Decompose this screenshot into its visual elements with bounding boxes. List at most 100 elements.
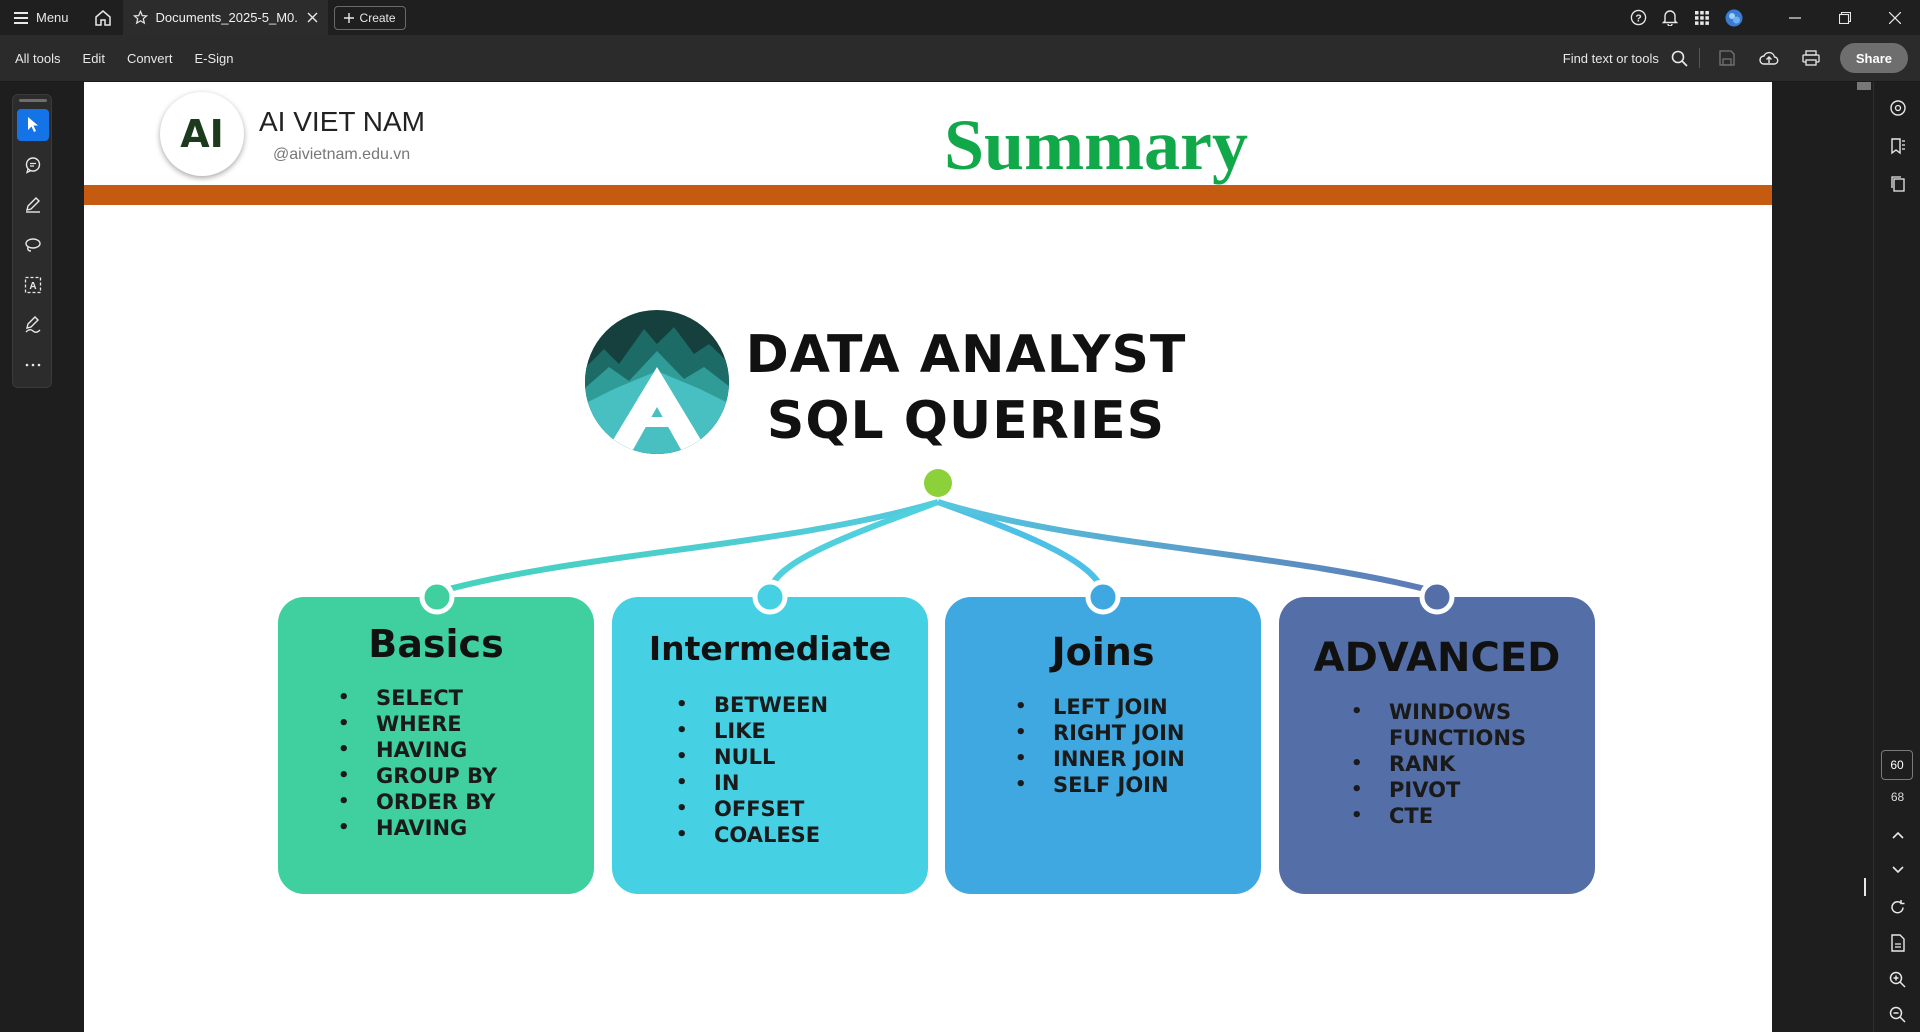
- cloud-upload-icon: [1759, 51, 1779, 65]
- card-joins-list: LEFT JOIN RIGHT JOIN INNER JOIN SELF JOI…: [1015, 694, 1185, 798]
- menu-convert[interactable]: Convert: [126, 50, 173, 66]
- menu-button[interactable]: Menu: [0, 0, 83, 35]
- share-button[interactable]: Share: [1839, 43, 1908, 73]
- search-icon: [1672, 50, 1688, 67]
- document-tab[interactable]: Documents_2025-5_M0...: [122, 0, 328, 35]
- comment-tool[interactable]: [17, 149, 49, 181]
- restore-icon: [1839, 11, 1851, 24]
- find-text-or-tools[interactable]: Find text or tools: [1562, 50, 1659, 66]
- menu-bar: All tools Edit Convert E-Sign Find text …: [0, 35, 1920, 82]
- pen-icon: [26, 197, 40, 213]
- list-item: IN: [676, 770, 828, 796]
- account-button[interactable]: [1718, 0, 1750, 35]
- restore-button[interactable]: [1820, 0, 1870, 35]
- card-nodes: [419, 579, 1455, 615]
- mountain-logo-icon: [585, 310, 729, 454]
- save-icon: [1719, 50, 1735, 66]
- star-icon[interactable]: [132, 10, 148, 25]
- search-button[interactable]: [1667, 38, 1693, 78]
- list-item: FUNCTIONS: [1389, 726, 1527, 750]
- zoom-out-button[interactable]: [1874, 996, 1920, 1032]
- root-node: [924, 469, 952, 497]
- list-item: LEFT JOIN: [1015, 694, 1185, 720]
- menu-e-sign[interactable]: E-Sign: [194, 50, 234, 66]
- apps-button[interactable]: [1686, 0, 1718, 35]
- list-item: RIGHT JOIN: [1015, 720, 1185, 746]
- refresh-icon: [1891, 899, 1905, 913]
- signature-icon: [25, 316, 41, 333]
- avatar-icon: [1725, 9, 1743, 26]
- list-item: SELF JOIN: [1015, 772, 1185, 798]
- right-panel-strip: 60 68: [1873, 82, 1920, 1032]
- hero-title-line2: SQL QUERIES: [766, 391, 1166, 451]
- list-item: GROUP BY: [338, 763, 497, 789]
- close-window-button[interactable]: [1870, 0, 1920, 35]
- home-icon: [94, 9, 111, 26]
- document-page: AI AI VIET NAM @aivietnam.edu.vn Summary…: [84, 82, 1772, 1032]
- list-item: PIVOT: [1351, 777, 1526, 803]
- more-icon: [25, 363, 41, 367]
- apps-grid-icon: [1695, 10, 1709, 25]
- draw-tool[interactable]: [17, 229, 49, 261]
- help-icon: ?: [1630, 9, 1646, 26]
- left-tool-rail: A: [0, 82, 84, 1032]
- svg-text:?: ?: [1635, 13, 1641, 24]
- list-item: BETWEEN: [676, 692, 828, 718]
- list-item: NULL: [676, 744, 828, 770]
- save-button[interactable]: [1706, 38, 1748, 78]
- title-bar: Menu Documents_2025-5_M0... Create ?: [0, 0, 1920, 35]
- create-button[interactable]: Create: [333, 5, 406, 30]
- vertical-scrollbar[interactable]: [1857, 82, 1871, 90]
- card-basics-list: SELECT WHERE HAVING GROUP BY ORDER BY HA…: [338, 685, 497, 841]
- next-page-button[interactable]: [1874, 852, 1920, 888]
- fill-sign-tool[interactable]: [17, 309, 49, 341]
- menu-all-tools[interactable]: All tools: [15, 50, 61, 66]
- resize-handle[interactable]: [1864, 878, 1866, 896]
- home-button[interactable]: [83, 0, 123, 35]
- zoom-in-icon: [1889, 971, 1906, 988]
- quick-tools-panel: A: [12, 94, 52, 388]
- card-advanced-list: WINDOWS FUNCTIONS RANK PIVOT CTE: [1351, 699, 1526, 829]
- pages-icon: [1890, 176, 1905, 192]
- chevron-down-icon: [1891, 866, 1904, 874]
- list-item: RANK: [1351, 751, 1526, 777]
- pages-panel-button[interactable]: [1874, 166, 1920, 202]
- card-joins: Joins LEFT JOIN RIGHT JOIN INNER JOIN SE…: [945, 597, 1261, 894]
- comments-panel-button[interactable]: [1874, 90, 1920, 126]
- current-page-input[interactable]: 60: [1881, 750, 1913, 780]
- toolbar-divider: [1698, 48, 1700, 68]
- plus-icon: [343, 12, 354, 23]
- list-item: HAVING: [338, 815, 497, 841]
- previous-page-button[interactable]: [1874, 817, 1920, 853]
- bookmarks-panel-button[interactable]: [1874, 128, 1920, 164]
- zoom-in-button[interactable]: [1874, 961, 1920, 997]
- highlight-tool[interactable]: [17, 189, 49, 221]
- page-info-button[interactable]: [1874, 925, 1920, 961]
- print-button[interactable]: [1790, 38, 1832, 78]
- help-button[interactable]: ?: [1622, 0, 1654, 35]
- print-icon: [1802, 50, 1820, 66]
- list-item: OFFSET: [676, 796, 828, 822]
- select-tool[interactable]: [17, 109, 49, 141]
- list-item: INNER JOIN: [1015, 746, 1185, 772]
- notifications-button[interactable]: [1654, 0, 1686, 35]
- brand-name: AI VIET NAM: [259, 106, 425, 137]
- close-tab-icon[interactable]: [307, 12, 318, 23]
- minimize-button[interactable]: [1770, 0, 1820, 35]
- more-tools-button[interactable]: [17, 349, 49, 381]
- text-select-icon: A: [24, 276, 42, 294]
- drag-handle[interactable]: [19, 99, 47, 102]
- comment-icon: [25, 157, 41, 174]
- upload-button[interactable]: [1748, 38, 1790, 78]
- card-intermediate-list: BETWEEN LIKE NULL IN OFFSET COALESE: [676, 692, 828, 848]
- list-item: LIKE: [676, 718, 828, 744]
- minimize-icon: [1789, 16, 1801, 19]
- card-basics-title: Basics: [368, 622, 504, 666]
- menu-edit[interactable]: Edit: [82, 50, 105, 66]
- rotate-button[interactable]: [1874, 889, 1920, 925]
- zoom-out-icon: [1889, 1006, 1906, 1023]
- card-joins-title: Joins: [1051, 630, 1155, 674]
- card-basics: Basics SELECT WHERE HAVING GROUP BY ORDE…: [278, 597, 594, 894]
- text-recognition-tool[interactable]: A: [17, 269, 49, 301]
- list-item: WINDOWS: [1351, 699, 1526, 725]
